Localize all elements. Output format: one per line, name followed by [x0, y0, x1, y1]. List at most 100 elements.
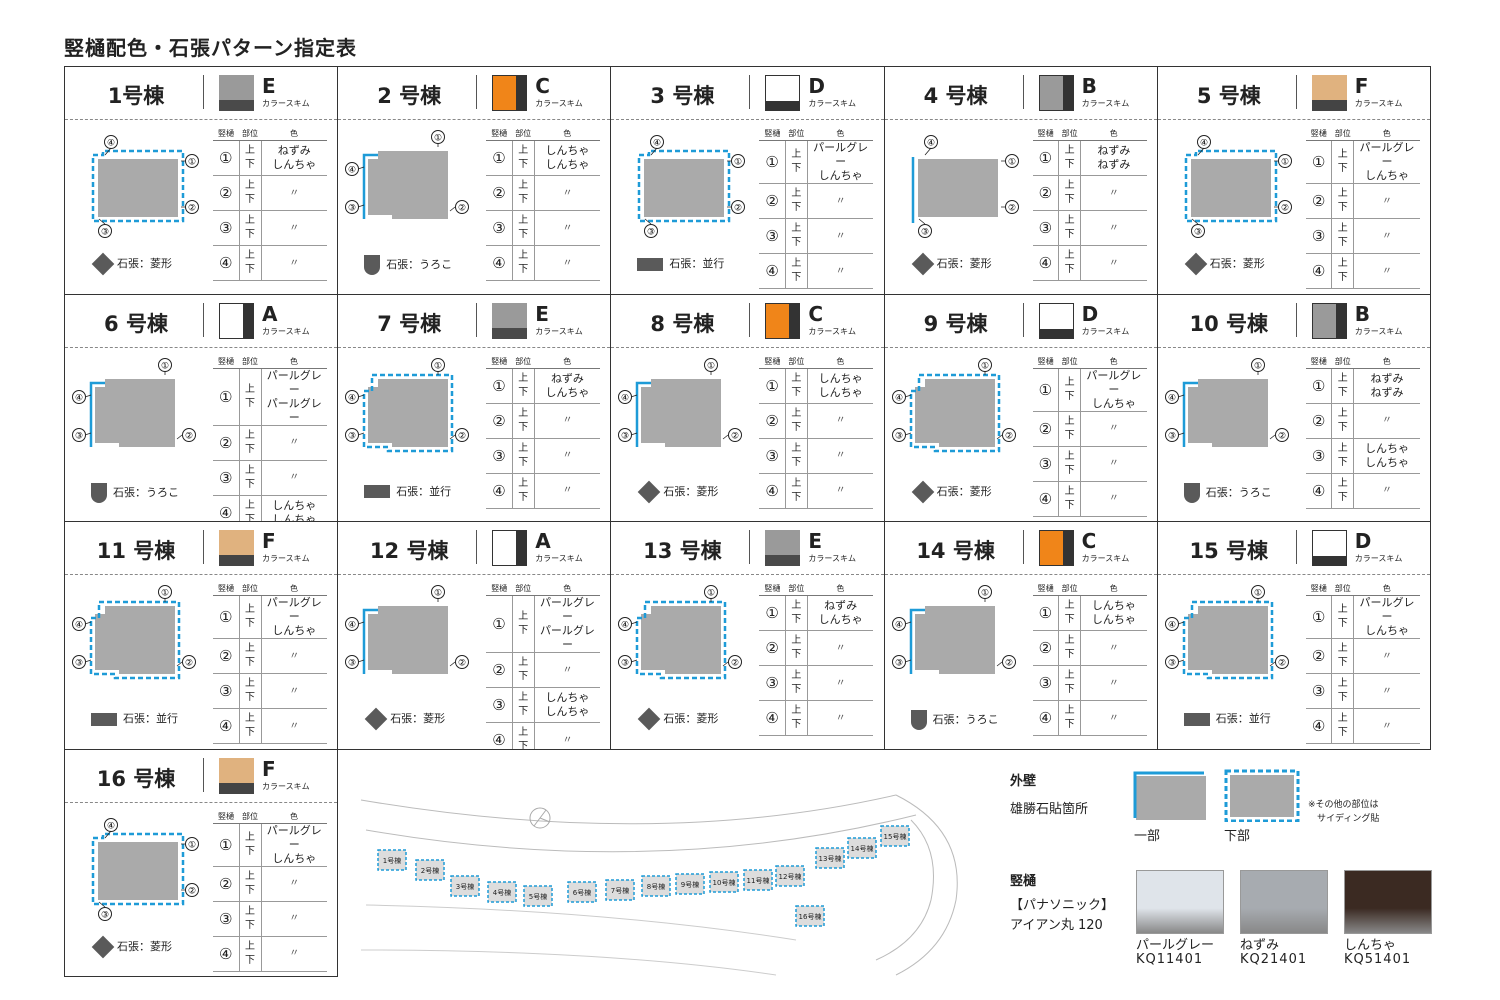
color-cell: 〃	[807, 253, 874, 289]
site-house: 2号棟	[415, 859, 445, 881]
gutter-number: ③	[759, 438, 786, 474]
gutter-color-sample	[1240, 870, 1328, 934]
color-scheme-code: F	[262, 756, 276, 781]
svg-text:④: ④	[1200, 139, 1208, 149]
gutter-color-sample	[1344, 870, 1432, 934]
svg-text:④: ④	[895, 393, 903, 403]
gutter-number: ②	[1305, 638, 1332, 674]
svg-text:①: ①	[981, 589, 989, 599]
part-cell: 上下	[238, 638, 262, 674]
stone-pattern: 石張：並行	[1183, 710, 1271, 726]
svg-text:④: ④	[927, 139, 935, 149]
svg-text:①: ①	[161, 589, 169, 599]
color-cell: 〃	[1080, 665, 1147, 701]
building-name: 1号棟	[107, 84, 165, 108]
divider	[476, 302, 478, 337]
stone-pattern-label: 石張：菱形	[936, 257, 992, 270]
color-cell: パールグレーしんちゃ	[261, 595, 327, 639]
building-name: 9 号棟	[923, 311, 988, 336]
header-part: 部位	[239, 127, 261, 141]
part-cell: 上下	[238, 595, 262, 639]
part-cell: 上下	[784, 140, 808, 184]
header-gutter: 竪樋	[1305, 354, 1332, 369]
gutter-number: ②	[1305, 183, 1332, 219]
color-cell: 〃	[1080, 411, 1147, 447]
card-header: 4 号棟 B カラースキム	[884, 67, 1157, 120]
color-cell: 〃	[261, 425, 327, 461]
color-cell: ねずみしんちゃ	[261, 140, 327, 176]
color-cell: 〃	[1080, 481, 1147, 517]
header-gutter: 竪樋	[1032, 127, 1059, 141]
gutter-number: ②	[1032, 411, 1059, 447]
gutter-title: 竪樋	[1010, 874, 1037, 889]
gutter-number: ④	[759, 253, 786, 289]
color-scheme-label: カラースキム	[1354, 99, 1403, 108]
card-header: 15 号棟 D カラースキム	[1157, 522, 1430, 575]
divider	[203, 75, 204, 109]
gutter-number: ④	[486, 473, 513, 509]
color-cell: 〃	[261, 210, 327, 246]
gutter-number: ②	[213, 425, 239, 461]
svg-text:②: ②	[1008, 204, 1016, 214]
divider	[1022, 530, 1024, 564]
svg-text:①: ①	[707, 361, 715, 371]
header-gutter: 竪樋	[213, 354, 239, 369]
part-cell: 上下	[784, 403, 808, 439]
svg-text:7号棟: 7号棟	[611, 886, 629, 895]
color-scheme-code: E	[808, 529, 823, 553]
svg-text:④: ④	[107, 139, 115, 149]
color-cell: 〃	[1353, 673, 1420, 709]
svg-text:②: ②	[188, 886, 196, 896]
color-cell: しんちゃしんちゃ	[1080, 595, 1147, 631]
svg-text:①: ①	[188, 840, 196, 850]
wall-subtitle: 雄勝石貼箇所	[1010, 802, 1089, 817]
svg-text:②: ②	[1005, 659, 1013, 669]
gutter-number: ④	[1305, 708, 1332, 744]
stone-pattern-label: 石張：うろこ	[113, 485, 179, 499]
stone-pattern: 石張：菱形	[364, 707, 445, 731]
svg-text:③: ③	[101, 228, 109, 238]
color-scheme-code: C	[808, 301, 824, 326]
part-cell: 上下	[784, 473, 808, 509]
svg-text:③: ③	[101, 910, 109, 920]
stone-pattern-label: 石張：並行	[396, 484, 452, 498]
svg-text:③: ③	[1168, 431, 1176, 441]
color-scheme-code: B	[1354, 301, 1371, 326]
divider	[749, 75, 751, 109]
building-name: 13 号棟	[643, 539, 722, 563]
color-cell: 〃	[261, 638, 327, 674]
color-cell: 〃	[1080, 245, 1147, 281]
svg-text:①: ①	[161, 361, 169, 371]
site-house: 3号棟	[450, 875, 480, 897]
site-house: 4号棟	[487, 881, 517, 903]
part-cell: 上下	[1058, 630, 1082, 666]
